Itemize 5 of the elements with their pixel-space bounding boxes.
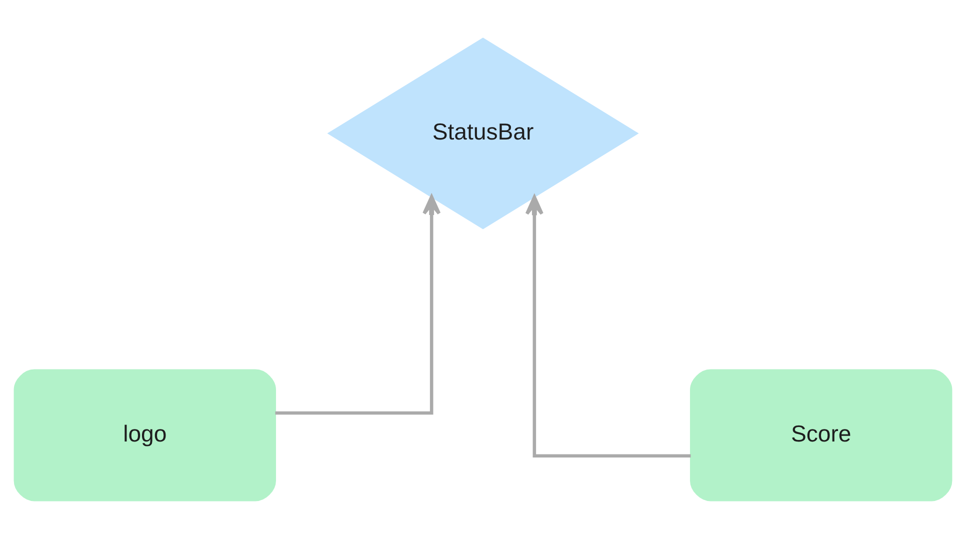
node-diamond: StatusBar	[327, 37, 639, 229]
arrow	[275, 194, 441, 414]
node-box: Score	[690, 368, 952, 501]
arrow	[525, 194, 691, 458]
node-box: logo	[14, 368, 276, 501]
